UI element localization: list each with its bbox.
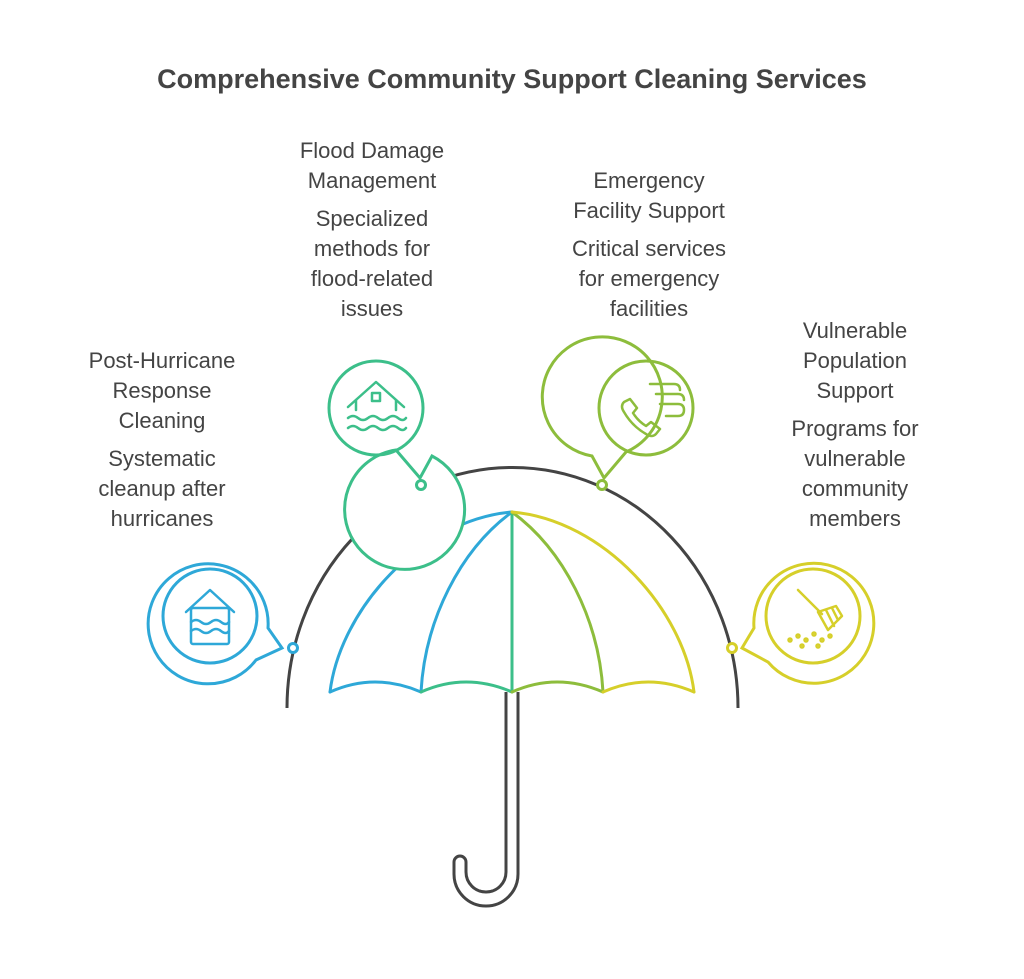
canopy-rib-right [510, 510, 605, 694]
bubble-post-hurricane [146, 562, 299, 686]
canopy-scallop-1 [328, 680, 423, 694]
canopy-scallop-4 [601, 680, 696, 694]
diagram-title: Comprehensive Community Support Cleaning… [157, 64, 867, 94]
connector-dot-post-hurricane [287, 642, 299, 654]
phone-wind-icon [620, 382, 686, 438]
canopy-scallop-3 [510, 680, 605, 694]
canopy-rib-left [419, 510, 514, 694]
umbrella-handle [452, 692, 520, 908]
bubble-vulnerable-population [726, 561, 876, 685]
umbrella-canopy [328, 510, 696, 694]
outer-arc [285, 466, 740, 709]
connector-dot-vulnerable-population [726, 642, 738, 654]
connector-dot-emergency-facility [596, 479, 608, 491]
connector-dot-flood-damage [415, 479, 427, 491]
bubble-flood-damage [327, 359, 467, 571]
canopy-outline-right [510, 510, 696, 694]
canopy-scallop-2 [419, 680, 514, 694]
broom-icon [787, 588, 844, 649]
canopy-outline-left [328, 510, 514, 694]
flooded-house-icon [184, 588, 236, 646]
bubble-emergency-facility [540, 335, 695, 491]
house-waves-icon [346, 380, 408, 432]
